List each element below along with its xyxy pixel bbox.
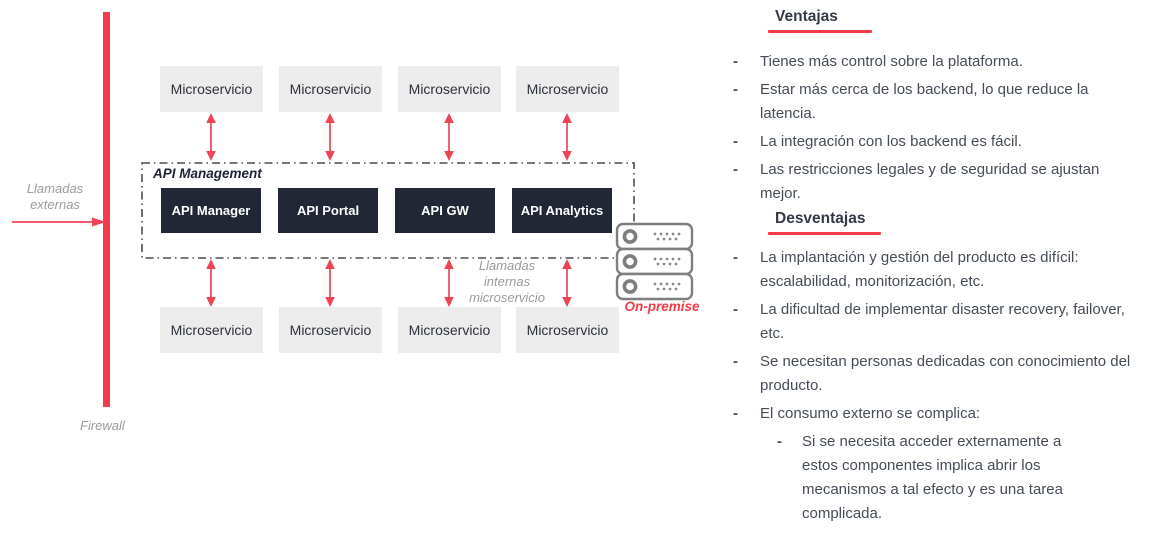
bullet-dash: - <box>733 133 738 150</box>
external-calls-label: Llamadas externas <box>26 181 84 212</box>
list-item: - Si se necesita acceder externamente a … <box>777 430 1148 526</box>
api-manager-box: API Manager <box>161 188 261 233</box>
list-item: - La dificultad de implementar disaster … <box>733 298 1148 346</box>
double-arrow-icon <box>206 113 216 161</box>
disadvantages-sublist: - Si se necesita acceder externamente a … <box>700 430 1148 526</box>
disadvantages-list: - La implantación y gestión del producto… <box>700 246 1148 426</box>
advantages-underline <box>768 30 872 33</box>
bullet-dash: - <box>733 301 738 318</box>
list-item: - Las restricciones legales y de segurid… <box>733 158 1148 206</box>
microservice-box-top-2: Microservicio <box>279 66 382 112</box>
microservice-box-bottom-4: Microservicio <box>516 307 619 353</box>
microservice-box-top-4: Microservicio <box>516 66 619 112</box>
firewall-label: Firewall <box>80 418 125 433</box>
double-arrow-icon <box>325 113 335 161</box>
double-arrow-icon <box>562 259 572 307</box>
list-item: - Tienes más control sobre la plataforma… <box>733 50 1148 74</box>
disadvantages-underline <box>768 232 881 235</box>
list-item: - Se necesitan personas dedicadas con co… <box>733 350 1148 398</box>
api-gw-box: API GW <box>395 188 495 233</box>
bullet-dash: - <box>777 433 782 450</box>
list-item: - La implantación y gestión del producto… <box>733 246 1148 294</box>
bullet-dash: - <box>733 353 738 370</box>
api-management-box <box>141 162 635 259</box>
on-premise-label: On-premise <box>624 299 700 314</box>
double-arrow-icon <box>444 113 454 161</box>
bullet-dash: - <box>733 249 738 266</box>
bullet-dash: - <box>733 53 738 70</box>
api-management-title: API Management <box>153 166 262 181</box>
api-analytics-box: API Analytics <box>512 188 612 233</box>
firewall-bar <box>103 12 110 407</box>
advantages-list: - Tienes más control sobre la plataforma… <box>700 50 1148 206</box>
internal-calls-label: Llamadas internas microservicio <box>469 258 545 305</box>
list-item: - La integración con los backend es fáci… <box>733 130 1148 154</box>
double-arrow-icon <box>206 259 216 307</box>
double-arrow-icon <box>325 259 335 307</box>
server-stack-icon <box>615 222 694 301</box>
list-item: - Estar más cerca de los backend, lo que… <box>733 78 1148 126</box>
double-arrow-icon <box>444 259 454 307</box>
microservice-box-top-1: Microservicio <box>160 66 263 112</box>
api-portal-box: API Portal <box>278 188 378 233</box>
microservice-box-bottom-1: Microservicio <box>160 307 263 353</box>
external-calls-arrow-icon <box>12 217 106 227</box>
bullet-dash: - <box>733 405 738 422</box>
bullet-dash: - <box>733 161 738 178</box>
microservice-box-top-3: Microservicio <box>398 66 501 112</box>
bullet-dash: - <box>733 81 738 98</box>
pros-cons-panel: Ventajas - Tienes más control sobre la p… <box>700 8 1148 526</box>
microservice-box-bottom-3: Microservicio <box>398 307 501 353</box>
disadvantages-title: Desventajas <box>775 210 866 227</box>
double-arrow-icon <box>562 113 572 161</box>
list-item: - El consumo externo se complica: <box>733 402 1148 426</box>
microservice-box-bottom-2: Microservicio <box>279 307 382 353</box>
advantages-title: Ventajas <box>775 8 838 25</box>
